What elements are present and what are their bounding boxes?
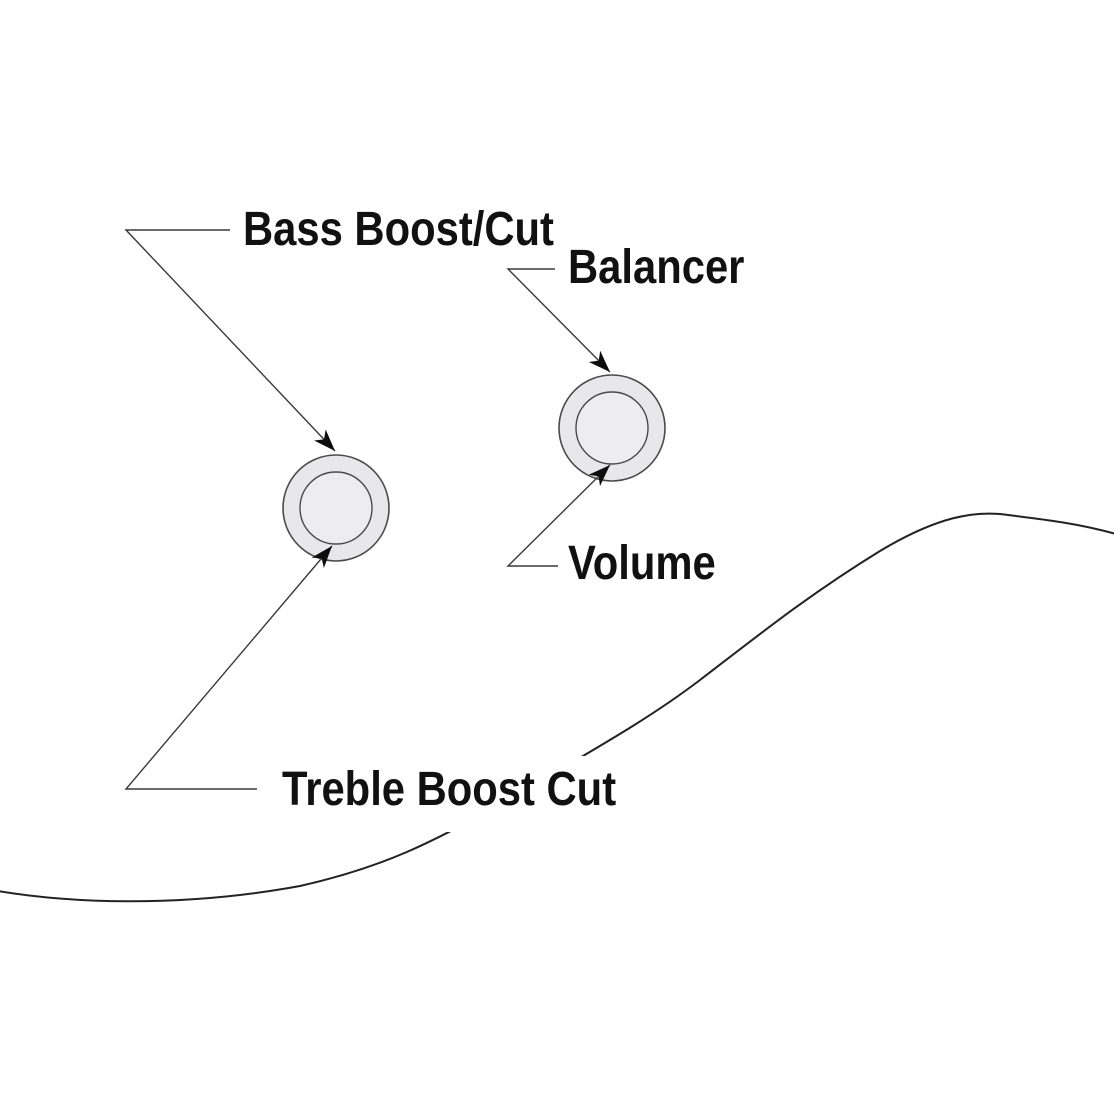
bass-treble-knob (282, 454, 390, 562)
treble-leader-arrow (124, 545, 333, 790)
balancer-label-text: Balancer (568, 241, 745, 294)
balancer-volume-knob (558, 374, 666, 482)
treble-boost-cut-label: Treble Boost Cut (264, 756, 636, 832)
balancer-leader-arrow (506, 268, 611, 373)
bass-leader-arrow (124, 229, 336, 452)
volume-leader-arrow (506, 464, 611, 567)
knob-inner-cap (299, 471, 373, 545)
knob-inner-cap (575, 391, 649, 465)
bass-boost-cut-label: Bass Boost/Cut (243, 206, 600, 254)
bass-boost-cut-label-text: Bass Boost/Cut (243, 203, 554, 256)
body-outline-curve (0, 512, 1114, 903)
balancer-label: Balancer (568, 244, 771, 292)
volume-label-text: Volume (568, 537, 716, 590)
volume-label: Volume (568, 540, 738, 588)
treble-boost-cut-label-text: Treble Boost Cut (282, 763, 617, 816)
